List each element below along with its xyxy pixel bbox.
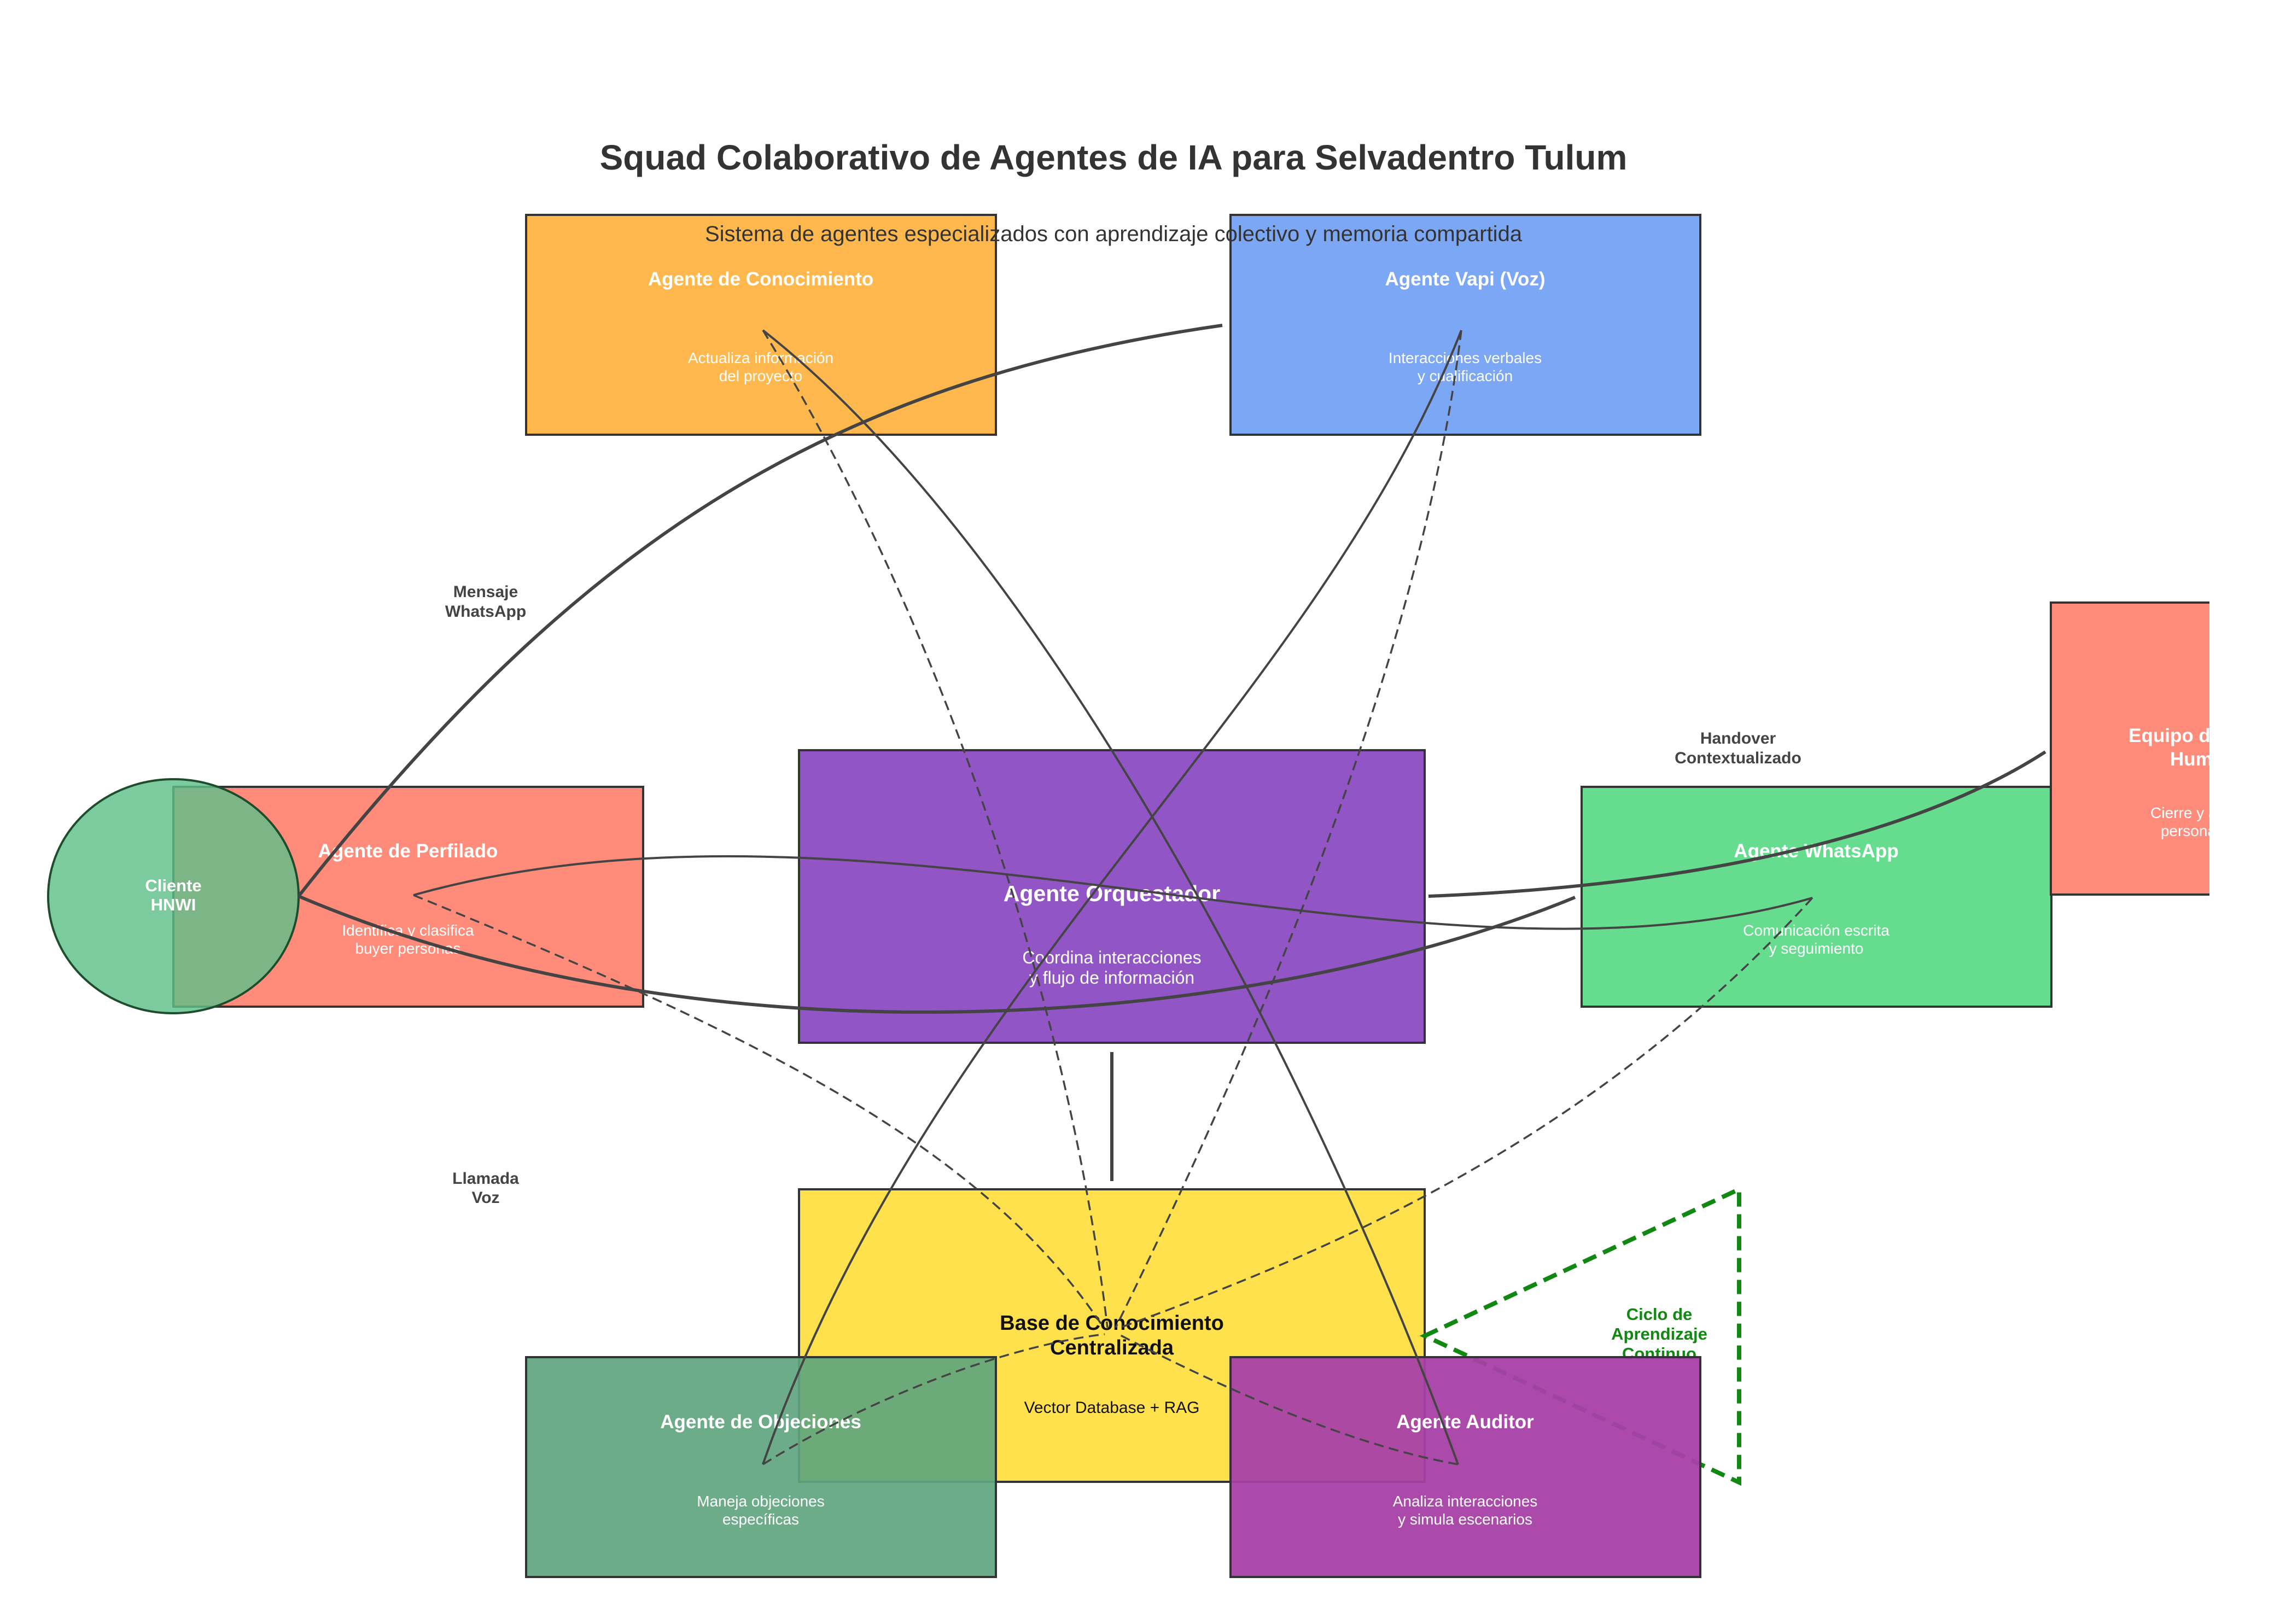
client-label-line1: Cliente (145, 876, 201, 895)
edge-label-whatsapp-line1: Mensaje (453, 583, 518, 601)
node-agente-whatsapp: Agente WhatsApp Comunicación escrita y s… (1581, 786, 2052, 1008)
node-agente-objeciones: Agente de Objeciones Maneja objeciones e… (525, 1356, 997, 1578)
node-title: Agente de Conocimiento (648, 268, 873, 290)
node-title: Agente de Objeciones (660, 1411, 861, 1433)
edge-label-whatsapp-line2: WhatsApp (445, 603, 526, 621)
edge-orquestador-equipo (1428, 750, 2046, 898)
node-desc-line2: personalizada (2161, 822, 2256, 839)
node-desc-line1: Maneja objeciones (697, 1493, 825, 1510)
node-box (798, 749, 1426, 1044)
node-box (525, 1356, 997, 1578)
node-title: Agente de Perfilado (318, 840, 498, 862)
node-equipo-ventas: Equipo de Ventas Humano Cierre y atenció… (2050, 601, 2280, 896)
node-desc-line1: Cierre y atención (2150, 804, 2266, 821)
node-agente-auditor: Agente Auditor Analiza interacciones y s… (1229, 1356, 1701, 1578)
node-title-line1: Equipo de Ventas (2129, 725, 2280, 746)
node-desc-line2: y flujo de información (1029, 968, 1194, 988)
edge-cliente-vapi (297, 324, 1223, 897)
edge-conocimiento-auditor (762, 329, 1459, 1465)
edge-label-voz-line2: Voz (471, 1189, 499, 1207)
edge-perfilado-base (413, 894, 1105, 1328)
node-agente-orquestador: Agente Orquestador Coordina interaccione… (798, 749, 1426, 1044)
edge-label-handover-line1: Handover (1700, 729, 1776, 747)
node-title-line2: Humano (2170, 749, 2247, 770)
node-box (2050, 601, 2209, 896)
node-title-line1: Base de Conocimiento (1000, 1312, 1224, 1335)
cycle-label-line1: Ciclo de (1626, 1305, 1693, 1324)
edge-auditor-base (1118, 1333, 1459, 1465)
node-title: Agente Vapi (Voz) (1385, 268, 1546, 290)
cycle-label-line2: Aprendizaje (1611, 1324, 1707, 1343)
edge-label-voz-line1: Llamada (452, 1170, 519, 1188)
node-box (1229, 214, 1701, 436)
node-box (1229, 1356, 1701, 1578)
node-box (525, 214, 997, 436)
node-desc-line1: Comunicación escrita (1743, 922, 1890, 939)
client-label-line2: HNWI (151, 895, 196, 914)
node-desc-line1: Analiza interacciones (1393, 1493, 1538, 1510)
node-title-line2: Centralizada (1050, 1336, 1174, 1359)
edge-objeciones-base (762, 1333, 1105, 1465)
node-desc-line1: Interacciones verbales (1389, 349, 1542, 366)
edge-whatsapp-base (1119, 897, 1813, 1329)
node-desc-line2: y simula escenarios (1398, 1511, 1532, 1528)
edge-vapi-objeciones (762, 330, 1462, 1465)
node-cliente-hnwi: Cliente HNWI (47, 778, 300, 1014)
node-agente-vapi: Agente Vapi (Voz) Interacciones verbales… (1229, 214, 1701, 436)
node-desc-line1: Coordina interacciones (1022, 948, 1201, 967)
node-desc-line1: Actualiza información (688, 349, 833, 366)
node-desc-line2: y seguimiento (1769, 940, 1864, 957)
edge-label-handover-line2: Contextualizado (1675, 749, 1801, 767)
node-desc-line2: del proyecto (719, 367, 803, 384)
node-title: Agente Orquestador (1004, 881, 1220, 906)
diagram-subtitle: Sistema de agentes especializados con ap… (705, 222, 1523, 246)
diagram-title: Squad Colaborativo de Agentes de IA para… (600, 138, 1628, 177)
node-desc-line2: específicas (722, 1511, 799, 1528)
node-title: Agente Auditor (1396, 1411, 1534, 1433)
node-desc-line2: y cualificación (1418, 367, 1513, 384)
edge-vapi-base (1115, 330, 1462, 1328)
node-agente-conocimiento: Agente de Conocimiento Actualiza informa… (525, 214, 997, 436)
edge-conocimiento-base (762, 330, 1109, 1328)
node-desc: Vector Database + RAG (1024, 1399, 1199, 1417)
edge-cliente-whatsapp (298, 895, 1576, 1014)
edge-perfilado-whatsapp (413, 855, 1813, 930)
node-box (1581, 786, 2052, 1008)
